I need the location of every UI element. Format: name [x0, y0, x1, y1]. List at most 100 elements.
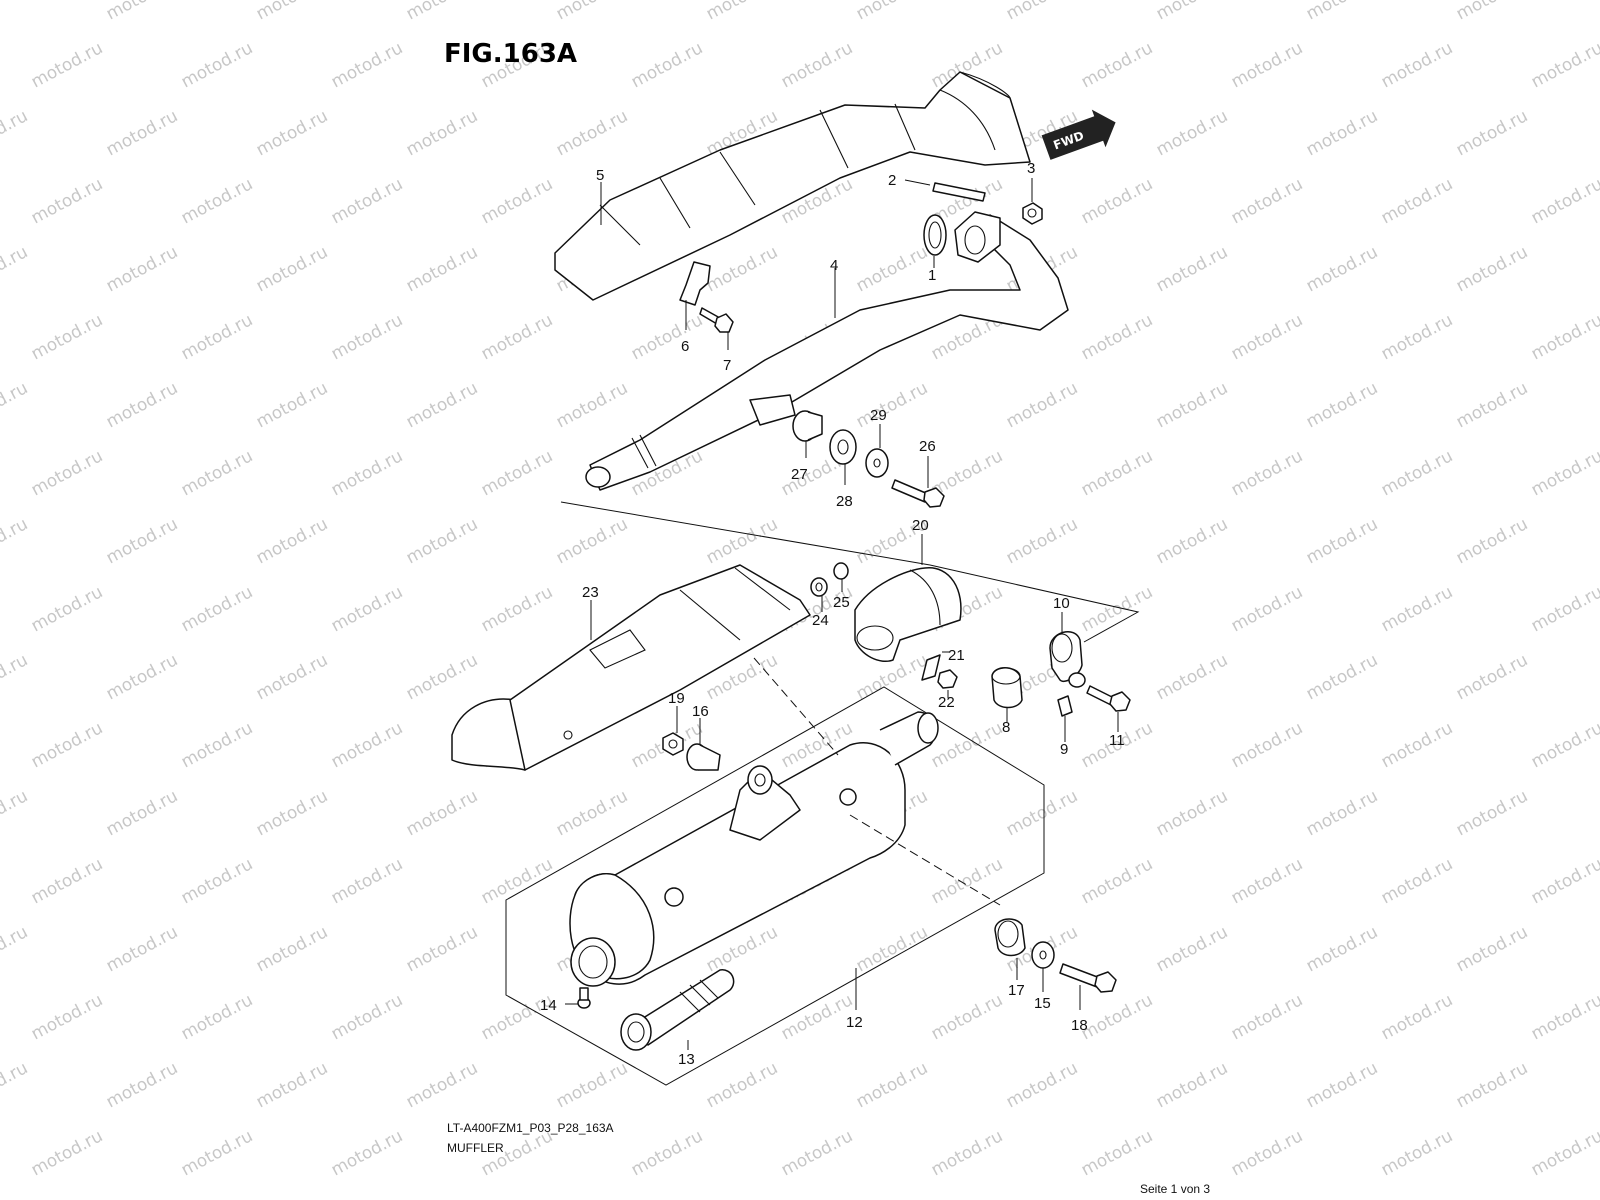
watermark-text: motod.ru: [628, 38, 706, 92]
watermark-text: motod.ru: [103, 922, 181, 976]
watermark-text: motod.ru: [1303, 922, 1381, 976]
watermark-text: motod.ru: [1003, 786, 1081, 840]
watermark-text: motod.ru: [1378, 446, 1456, 500]
watermark-text: motod.ru: [403, 242, 481, 296]
watermark-text: motod.ru: [853, 242, 931, 296]
watermark-text: motod.ru: [1153, 378, 1231, 432]
watermark-text: motod.ru: [253, 922, 331, 976]
part-8-gasket: [991, 667, 1023, 709]
callout-28: 28: [836, 493, 853, 510]
watermark-text: motod.ru: [253, 0, 331, 24]
watermark-text: motod.ru: [28, 446, 106, 500]
part-18-bolt: [1059, 963, 1117, 993]
callout-27: 27: [791, 466, 808, 483]
watermark-text: motod.ru: [1303, 378, 1381, 432]
part-13-spark-arrester: [620, 969, 735, 1051]
callout-23: 23: [582, 584, 599, 601]
watermark-text: motod.ru: [1378, 174, 1456, 228]
exhaust-flange: [954, 211, 1001, 263]
watermark-text: motod.ru: [1528, 38, 1600, 92]
watermark-text: motod.ru: [1228, 446, 1306, 500]
watermark-text: motod.ru: [1003, 0, 1081, 24]
part-9-spacer: [1057, 695, 1073, 717]
watermark-text: motod.ru: [1303, 1058, 1381, 1112]
page-indicator: Seite 1 von 3: [1140, 1182, 1210, 1196]
watermark-text: motod.ru: [253, 106, 331, 160]
watermark-text: motod.ru: [1453, 922, 1531, 976]
watermark-text: motod.ru: [553, 0, 631, 24]
callout-labels: 1 2 3 4 5 6 7 8 9 10 11 12 13 14 15 16 1…: [540, 160, 1125, 1068]
callout-17: 17: [1008, 982, 1025, 999]
watermark-text: motod.ru: [0, 1058, 31, 1112]
watermark-text: motod.ru: [1303, 106, 1381, 160]
part-21-bracket: [921, 654, 941, 681]
callout-25: 25: [833, 594, 850, 611]
watermark-text: motod.ru: [928, 990, 1006, 1044]
watermark-text: motod.ru: [103, 0, 181, 24]
callout-24: 24: [812, 612, 829, 629]
callout-1: 1: [928, 267, 936, 284]
watermark-text: motod.ru: [1528, 1126, 1600, 1180]
watermark-text: motod.ru: [328, 854, 406, 908]
part-6-bracket: [679, 261, 711, 306]
callout-20: 20: [912, 517, 929, 534]
watermark-text: motod.ru: [1153, 786, 1231, 840]
watermark-text: motod.ru: [628, 310, 706, 364]
part-12-muffler-assembly: [505, 686, 1045, 1086]
watermark-text: motod.ru: [403, 378, 481, 432]
callout-10: 10: [1053, 595, 1070, 612]
part-1-gasket: [923, 214, 947, 256]
watermark-text: motod.ru: [103, 106, 181, 160]
watermark-text: motod.ru: [1453, 0, 1531, 24]
watermark-text: motod.ru: [403, 650, 481, 704]
watermark-text: motod.ru: [28, 38, 106, 92]
callout-21: 21: [948, 647, 965, 664]
watermark-text: motod.ru: [1228, 174, 1306, 228]
watermark-text: motod.ru: [103, 650, 181, 704]
watermark-text: motod.ru: [1453, 242, 1531, 296]
watermark-text: motod.ru: [778, 38, 856, 92]
watermark-text: motod.ru: [403, 922, 481, 976]
watermark-text: motod.ru: [1453, 1058, 1531, 1112]
watermark-text: motod.ru: [703, 0, 781, 24]
watermark-text: motod.ru: [0, 786, 31, 840]
watermark-text: motod.ru: [1378, 1126, 1456, 1180]
part-28-collar: [829, 429, 857, 465]
watermark-text: motod.ru: [0, 0, 31, 24]
watermark-text: motod.ru: [1528, 174, 1600, 228]
watermark-text: motod.ru: [1378, 310, 1456, 364]
watermark-text: motod.ru: [1078, 854, 1156, 908]
part-25-clip: [833, 562, 849, 580]
watermark-text: motod.ru: [853, 378, 931, 432]
watermark-text: motod.ru: [553, 1058, 631, 1112]
watermark-text: motod.ru: [1303, 650, 1381, 704]
callout-29: 29: [870, 407, 887, 424]
watermark-text: motod.ru: [1453, 650, 1531, 704]
watermark-text: motod.ru: [1078, 174, 1156, 228]
part-16-collar: [686, 743, 721, 771]
watermark-text: motod.ru: [1153, 0, 1231, 24]
watermark-text: motod.ru: [703, 514, 781, 568]
watermark-text: motod.ru: [28, 718, 106, 772]
callout-26: 26: [919, 438, 936, 455]
watermark-text: motod.ru: [853, 0, 931, 24]
watermark-text: motod.ru: [628, 1126, 706, 1180]
watermark-text: motod.ru: [1378, 38, 1456, 92]
watermark-text: motod.ru: [328, 310, 406, 364]
watermark-text: motod.ru: [1228, 582, 1306, 636]
watermark-text: motod.ru: [1078, 38, 1156, 92]
watermark-text: motod.ru: [1228, 1126, 1306, 1180]
watermark-text: motod.ru: [1153, 650, 1231, 704]
watermark-text: motod.ru: [103, 378, 181, 432]
watermark-text: motod.ru: [0, 514, 31, 568]
watermark-text: motod.ru: [1378, 582, 1456, 636]
watermark-text: motod.ru: [703, 242, 781, 296]
watermark-text: motod.ru: [178, 718, 256, 772]
callout-13: 13: [678, 1051, 695, 1068]
watermark-text: motod.ru: [553, 106, 631, 160]
figure-title: FIG.163A: [444, 39, 577, 69]
watermark-text: motod.ru: [703, 1058, 781, 1112]
leader-lines: [565, 178, 1119, 1050]
watermark-text: motod.ru: [103, 786, 181, 840]
watermark-text: motod.ru: [1228, 990, 1306, 1044]
